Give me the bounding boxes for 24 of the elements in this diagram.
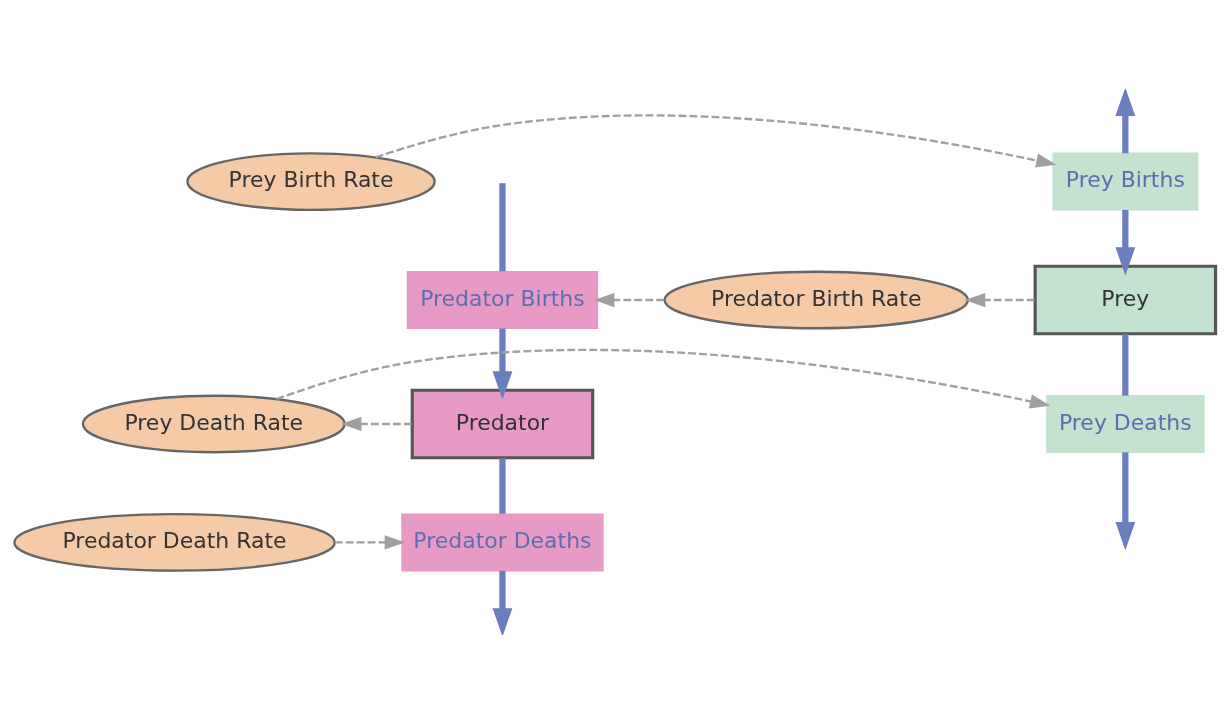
connector [499,183,506,272]
arrow [276,348,1051,409]
node-box: Prey Deaths [1046,394,1205,453]
arrow [1115,89,1136,154]
node-box: Predator Deaths [401,513,604,572]
arrow [1115,452,1136,551]
node-ellipse: Predator Death Rate [13,513,336,572]
node-ellipse: Prey Death Rate [81,394,346,454]
arrow [492,570,513,635]
arrow [964,292,1035,308]
node-box: Prey [1033,264,1218,336]
arrow [375,114,1057,168]
arrow [593,292,665,308]
arrow [334,535,406,550]
node-box: Predator Births [406,271,599,330]
node-ellipse: Predator Birth Rate [663,270,970,330]
arrow [492,328,513,400]
node-box: Prey Births [1052,152,1199,211]
connector [499,458,506,514]
node-ellipse: Prey Birth Rate [186,152,436,211]
arrow [341,416,412,432]
arrow [1115,209,1136,276]
node-box: Predator [410,388,595,460]
connector [1122,333,1129,396]
